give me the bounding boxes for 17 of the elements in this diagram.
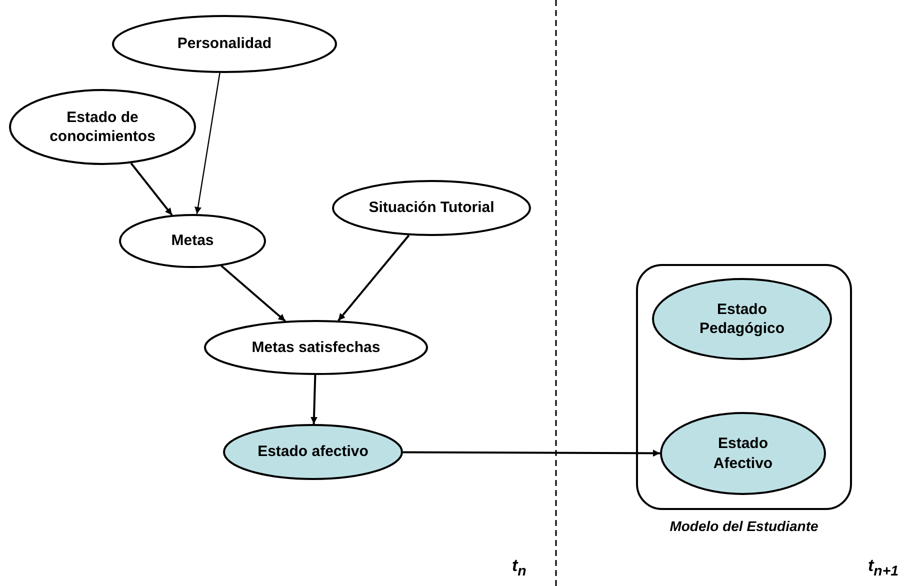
- arrow: [310, 374, 318, 424]
- arrow: [194, 72, 220, 214]
- node-label: Metas satisfechas: [252, 338, 380, 358]
- node-label: Estado Pedagógico: [698, 300, 786, 338]
- node-label: Personalidad: [177, 34, 272, 54]
- node-label: Situación Tutorial: [368, 198, 494, 218]
- group-title: Modelo del Estudiante: [668, 518, 820, 534]
- node-label: Metas: [171, 231, 214, 251]
- arrow: [220, 265, 286, 322]
- time-step-label: t$_{n+1}$: [868, 556, 898, 580]
- arrow: [403, 450, 660, 457]
- arrow: [130, 162, 173, 216]
- node-label: Estado afectivo: [258, 442, 368, 462]
- arrow: [338, 234, 410, 322]
- node-label: Estado Afectivo: [712, 434, 774, 473]
- node-label: Estado de conocimientos: [48, 108, 156, 146]
- time-step-label: t$_{n}$: [512, 556, 526, 580]
